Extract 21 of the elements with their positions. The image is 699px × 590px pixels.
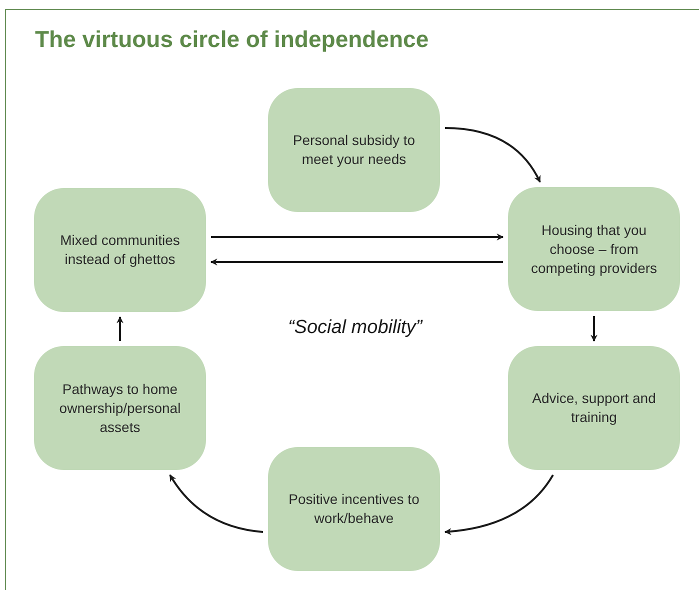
process-box bbox=[34, 346, 206, 470]
process-box bbox=[508, 346, 680, 470]
box-text: Personal subsidy to meet your needs bbox=[292, 131, 416, 169]
title: The virtuous circle of independence bbox=[35, 25, 429, 54]
box-text: Mixed communities instead of ghettos bbox=[59, 231, 181, 269]
process-box bbox=[268, 447, 440, 571]
arrow bbox=[210, 258, 503, 266]
arrow bbox=[444, 474, 554, 535]
process-box bbox=[268, 88, 440, 212]
arrow bbox=[116, 316, 124, 341]
arrow bbox=[590, 316, 598, 342]
box-text: Housing that you choose – from competing providers bbox=[530, 220, 658, 278]
process-box bbox=[34, 188, 206, 312]
process-box bbox=[508, 187, 680, 311]
box-text: Advice, support and training bbox=[531, 389, 657, 427]
arrow bbox=[444, 127, 541, 183]
center-caption: “Social mobility” bbox=[286, 316, 424, 340]
box-text: Pathways to home ownership/personal assets bbox=[58, 380, 182, 436]
arrow bbox=[211, 234, 504, 240]
arrow bbox=[169, 474, 264, 533]
box-text: Positive incentives to work/behave bbox=[288, 490, 420, 528]
